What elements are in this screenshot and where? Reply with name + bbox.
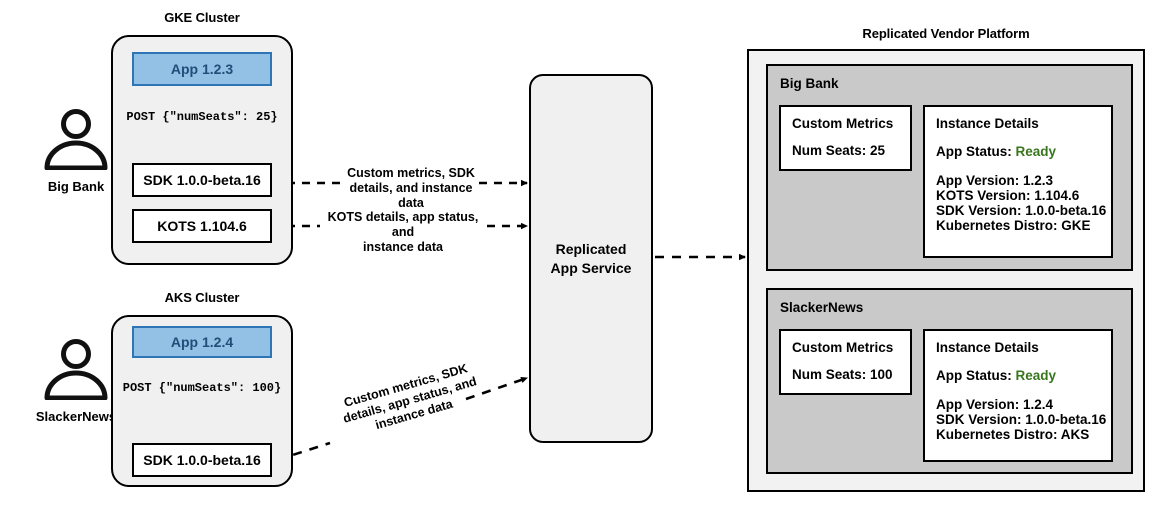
status-row: App Status: Ready [936, 368, 1111, 383]
custom-metrics-panel-big-bank[interactable]: Custom Metrics Num Seats: 25 [779, 105, 912, 171]
person-icon [44, 109, 108, 171]
metric-row: Num Seats: 100 [792, 367, 893, 382]
actor-slackernews: SlackerNews [18, 338, 134, 424]
replicated-app-service[interactable]: Replicated App Service [529, 74, 653, 443]
edge-label-line: instance data [363, 240, 443, 254]
instance-details-panel-big-bank[interactable]: Instance Details App Status: Ready App V… [923, 105, 1113, 258]
cluster-title-aks: AKS Cluster [164, 290, 240, 305]
edge-label-rotated: Custom metrics, SDK details, app status,… [322, 355, 498, 445]
status-label: App Status: [936, 144, 1012, 159]
edge-label-line: details, and instance data [349, 181, 473, 210]
service-label-line: App Service [550, 259, 632, 276]
status-label: App Status: [936, 368, 1012, 383]
detail-row: Kubernetes Distro: GKE [936, 218, 1091, 233]
detail-row: App Version: 1.2.3 [936, 173, 1054, 188]
detail-row: KOTS Version: 1.104.6 [936, 188, 1080, 203]
edge-label-aks-sdk-to-service: Custom metrics, SDK details, app status,… [325, 361, 495, 432]
edge-label-line: Custom metrics, SDK [347, 166, 475, 180]
status-badge: Ready [1015, 144, 1057, 159]
metric-row: Num Seats: 25 [792, 143, 886, 158]
person-icon [44, 339, 108, 401]
post-payload-aks: POST {"numSeats": 100} [122, 381, 282, 395]
edge-label-kots-to-service: KOTS details, app status, and instance d… [316, 210, 490, 255]
panel-heading: Custom Metrics [792, 340, 894, 355]
sdk-box-gke[interactable]: SDK 1.0.0-beta.16 [132, 163, 272, 197]
cluster-title-gke: GKE Cluster [164, 10, 240, 25]
app-box-aks[interactable]: App 1.2.4 [132, 326, 272, 358]
tenant-name: Big Bank [780, 76, 839, 91]
instance-details-panel-slackernews[interactable]: Instance Details App Status: Ready App V… [923, 329, 1113, 462]
detail-row: SDK Version: 1.0.0-beta.16 [936, 203, 1107, 218]
actor-label: SlackerNews [35, 409, 117, 424]
status-row: App Status: Ready [936, 144, 1111, 159]
panel-heading: Custom Metrics [792, 116, 894, 131]
service-label: Replicated App Service [551, 240, 632, 278]
detail-row: Kubernetes Distro: AKS [936, 427, 1090, 442]
panel-heading: Instance Details [936, 340, 1039, 355]
edge-label-sdk-to-service: Custom metrics, SDK details, and instanc… [336, 166, 486, 211]
post-payload-gke: POST {"numSeats": 25} [126, 110, 278, 124]
actor-label: Big Bank [47, 179, 105, 194]
kots-box-gke[interactable]: KOTS 1.104.6 [132, 209, 272, 243]
detail-row: SDK Version: 1.0.0-beta.16 [936, 412, 1107, 427]
custom-metrics-panel-slackernews[interactable]: Custom Metrics Num Seats: 100 [779, 329, 912, 395]
actor-big-bank: Big Bank [28, 108, 124, 194]
edge-label-line: KOTS details, app status, and [327, 210, 479, 239]
panel-heading: Instance Details [936, 116, 1039, 131]
status-badge: Ready [1015, 368, 1057, 383]
detail-row: App Version: 1.2.4 [936, 397, 1054, 412]
sdk-box-aks[interactable]: SDK 1.0.0-beta.16 [132, 443, 272, 477]
platform-title: Replicated Vendor Platform [862, 26, 1030, 41]
app-box-gke[interactable]: App 1.2.3 [132, 52, 272, 86]
service-label-line: Replicated [555, 240, 627, 257]
tenant-name: SlackerNews [780, 300, 864, 315]
